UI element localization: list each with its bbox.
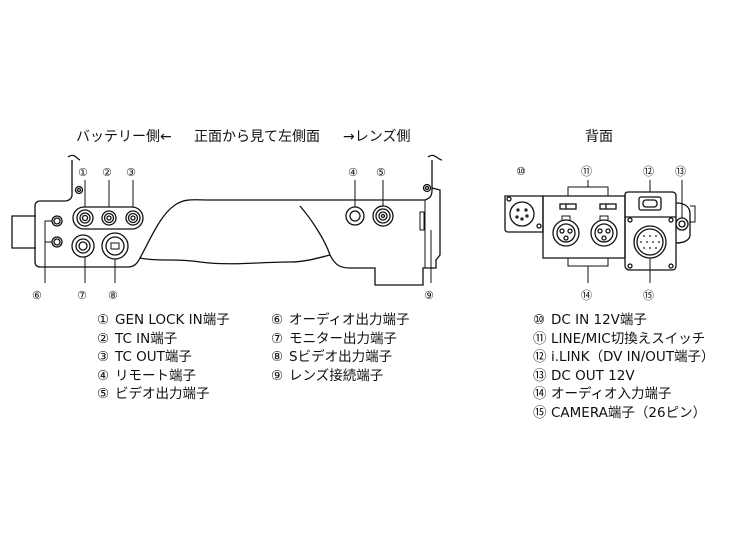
camera-body-outline xyxy=(34,154,425,268)
callout-13: ⑬ xyxy=(675,165,686,178)
callout-9: ⑨ xyxy=(424,289,434,302)
callout-7: ⑦ xyxy=(77,289,87,302)
side-view-title-battery-side: バッテリー側← xyxy=(76,129,172,145)
callout-15: ⑮ xyxy=(643,289,654,302)
callout-4: ④ xyxy=(348,166,358,179)
callout-8: ⑧ xyxy=(108,289,118,302)
callout-11: ⑪ xyxy=(581,165,592,178)
battery-mount xyxy=(11,215,36,249)
callout-14: ⑭ xyxy=(581,289,592,302)
rear-view-diagram xyxy=(504,180,696,283)
callout-2: ② xyxy=(102,166,112,179)
callout-5: ⑤ xyxy=(376,166,386,179)
side-view-title: 正面から見て左側面 xyxy=(194,129,320,145)
callout-3: ③ xyxy=(126,166,136,179)
callout-6: ⑥ xyxy=(32,289,42,302)
rear-view-title: 背面 xyxy=(585,129,613,145)
callout-12: ⑫ xyxy=(643,165,654,178)
callout-1: ① xyxy=(78,166,88,179)
camera-connector-pins xyxy=(640,235,660,249)
side-view-title-lens-side: →レンズ側 xyxy=(343,129,411,145)
callout-10: ⑩ xyxy=(516,165,526,178)
